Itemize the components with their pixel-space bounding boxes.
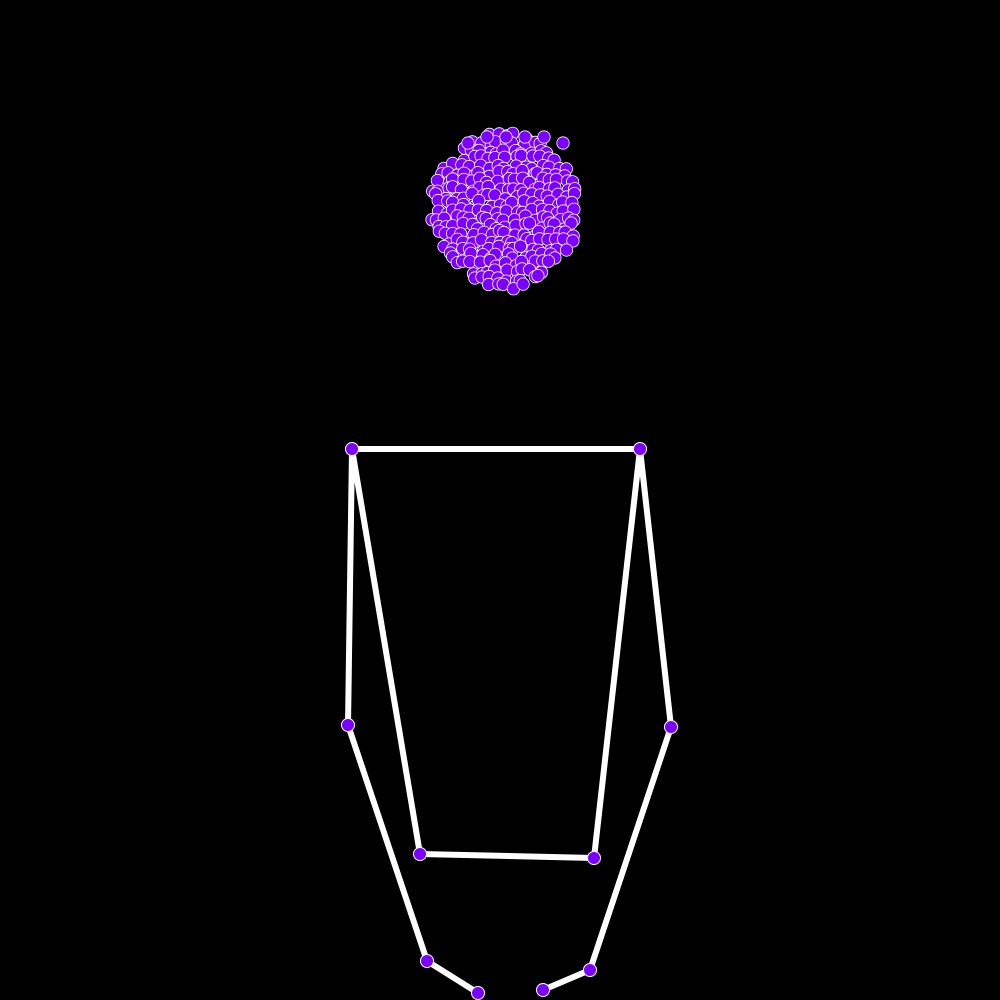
- keypoint-left-hand: [471, 986, 485, 1000]
- face-landmark: [516, 277, 530, 291]
- bone-left-elbow-to-left-wrist: [345, 724, 430, 962]
- keypoint-right-wrist: [583, 963, 597, 977]
- keypoint-left-wrist: [420, 954, 434, 968]
- face-landmark: [541, 254, 556, 268]
- keypoint-right-shoulder: [633, 442, 647, 456]
- face-landmark: [559, 243, 574, 257]
- face-landmark: [566, 234, 580, 248]
- face-landmark: [513, 239, 528, 253]
- face-landmark: [522, 216, 537, 230]
- keypoint-right-hip: [587, 851, 601, 865]
- face-landmark: [499, 130, 513, 144]
- face-landmark: [531, 268, 545, 283]
- face-landmark: [556, 136, 570, 150]
- keypoint-right-elbow: [664, 720, 678, 734]
- bone-right-shoulder-to-right-elbow: [637, 448, 674, 728]
- face-mesh: [425, 126, 582, 296]
- face-landmark: [537, 130, 551, 144]
- bone-right-wrist-to-right-hand: [541, 967, 592, 993]
- skeleton-bones: [345, 446, 674, 996]
- face-landmark: [480, 130, 494, 144]
- keypoint-left-shoulder: [345, 442, 359, 456]
- skeleton-joints: [341, 442, 678, 1000]
- bone-left-shoulder-to-left-hip: [349, 448, 423, 855]
- keypoint-right-hand: [536, 983, 550, 997]
- bone-right-elbow-to-right-wrist: [587, 726, 674, 971]
- bone-left-hip-to-right-hip: [419, 851, 595, 861]
- bone-left-wrist-to-left-hand: [425, 958, 480, 996]
- keypoint-left-hip: [413, 847, 427, 861]
- bone-right-shoulder-to-right-hip: [591, 448, 643, 859]
- keypoint-left-elbow: [341, 718, 355, 732]
- face-landmark: [461, 136, 475, 150]
- bone-left-shoulder-to-left-elbow: [345, 448, 355, 726]
- face-landmark: [518, 130, 532, 144]
